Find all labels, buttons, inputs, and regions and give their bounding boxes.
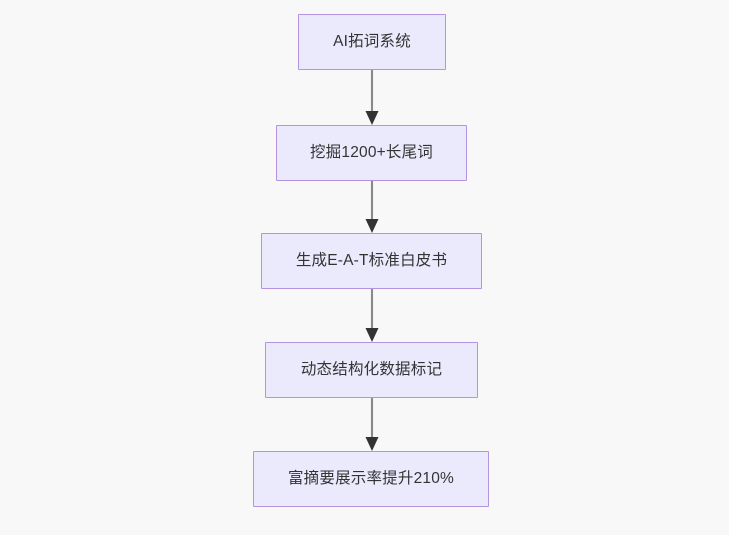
node-label: 挖掘1200+长尾词 — [309, 144, 434, 162]
flowchart-node-structured-data-markup[interactable]: 动态结构化数据标记 — [265, 342, 478, 398]
edge-node-1-to-node-2 — [365, 70, 379, 125]
node-label: AI拓词系统 — [333, 33, 411, 51]
node-label: 生成E-A-T标准白皮书 — [295, 252, 448, 270]
edge-node-3-to-node-4 — [365, 289, 379, 342]
flowchart-node-eat-whitepaper[interactable]: 生成E-A-T标准白皮书 — [261, 233, 482, 289]
node-label: 动态结构化数据标记 — [300, 361, 443, 379]
flowchart-node-ai-keyword-system[interactable]: AI拓词系统 — [298, 14, 446, 70]
edge-node-4-to-node-5 — [365, 398, 379, 451]
node-label: 富摘要展示率提升210% — [287, 470, 455, 488]
edge-node-2-to-node-3 — [365, 181, 379, 233]
flowchart-node-rich-snippet-result[interactable]: 富摘要展示率提升210% — [253, 451, 489, 507]
flowchart-node-longtail-keywords[interactable]: 挖掘1200+长尾词 — [276, 125, 467, 181]
